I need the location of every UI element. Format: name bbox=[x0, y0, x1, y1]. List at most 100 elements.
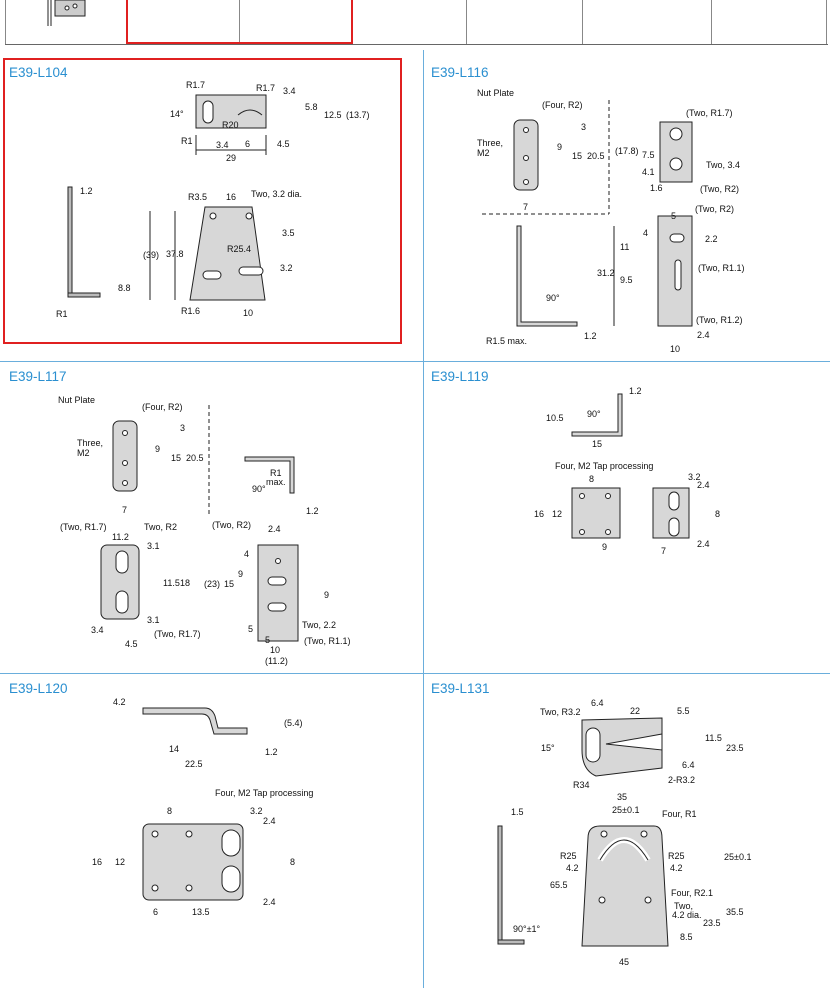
dimension-label: Two, R3.2 bbox=[540, 707, 581, 717]
dimension-label: (Two, R2) bbox=[700, 184, 739, 194]
dimension-label: 4.2 dia. bbox=[672, 910, 702, 920]
dimension-label: 3.1 bbox=[147, 541, 160, 551]
dimension-label: 35.5 bbox=[726, 907, 744, 917]
dimension-label: 5 bbox=[248, 624, 253, 634]
dimension-label: R1.6 bbox=[181, 306, 200, 316]
dimension-label: (Two, R1.7) bbox=[686, 108, 733, 118]
dimension-label: 9 bbox=[602, 542, 607, 552]
dimension-label: 1.5 bbox=[511, 807, 524, 817]
dimension-label: 2.4 bbox=[697, 539, 710, 549]
dimension-label: 4.5 bbox=[277, 139, 290, 149]
dimension-label: Nut Plate bbox=[477, 88, 514, 98]
dimension-label: 14 bbox=[169, 744, 179, 754]
section-title-e39-l104: E39-L104 bbox=[9, 65, 68, 80]
dimension-label: 10 bbox=[670, 344, 680, 354]
dimension-label: 31.2 bbox=[597, 268, 615, 278]
dimension-label: 15 bbox=[592, 439, 602, 449]
dimension-label: (13.7) bbox=[346, 110, 370, 120]
dimension-label: 9 bbox=[324, 590, 329, 600]
dimension-label: (Two, R1.1) bbox=[698, 263, 745, 273]
dimension-labels: Nut Plate (Four, R2) 3 Three, M2 9 15 20… bbox=[477, 88, 745, 354]
dimension-label: 3.2 bbox=[250, 806, 263, 816]
dimension-label: 9 bbox=[238, 569, 243, 579]
table-border bbox=[5, 0, 6, 44]
dimension-label: 5.5 bbox=[677, 706, 690, 716]
table-border bbox=[239, 0, 240, 44]
dimension-label: 90° bbox=[252, 484, 266, 494]
dimension-label: 25±0.1 bbox=[724, 852, 751, 862]
dimension-label: 1.6 bbox=[650, 183, 663, 193]
dimension-label: 1.2 bbox=[265, 747, 278, 757]
dimension-label: 1.2 bbox=[306, 506, 319, 516]
dimension-label: 5 bbox=[671, 211, 676, 221]
dimension-label: (11.2) bbox=[265, 656, 288, 666]
dimension-label: 6 bbox=[245, 139, 250, 149]
dimension-label: 16 bbox=[92, 857, 102, 867]
bracket-thumbnail-icon bbox=[47, 0, 86, 26]
drawing-e39-l117: Nut Plate (Four, R2) 3 Three, M2 9 15 20… bbox=[58, 395, 351, 666]
dimension-label: 22 bbox=[630, 706, 640, 716]
dimension-label: (17.8) bbox=[615, 146, 639, 156]
dimension-label: (Four, R2) bbox=[142, 402, 183, 412]
dimension-label: R1 bbox=[270, 468, 282, 478]
dimension-label: 2.4 bbox=[263, 816, 276, 826]
dimension-label: 7.5 bbox=[642, 150, 655, 160]
drawing-e39-l116: Nut Plate (Four, R2) 3 Three, M2 9 15 20… bbox=[477, 88, 745, 354]
dimension-label: 8.5 bbox=[680, 932, 693, 942]
dimension-label: Three, bbox=[77, 438, 103, 448]
dimension-label: R20 bbox=[222, 120, 239, 130]
dimension-label: Two, bbox=[674, 901, 693, 911]
dimension-label: 3.4 bbox=[216, 140, 229, 150]
table-border bbox=[711, 0, 712, 44]
dimension-label: Two, 3.2 dia. bbox=[251, 189, 302, 199]
dimension-label: 25±0.1 bbox=[612, 805, 639, 815]
dimension-label: (Four, R2) bbox=[542, 100, 583, 110]
dimension-label: 12 bbox=[552, 509, 562, 519]
dimension-label: 22.5 bbox=[185, 759, 203, 769]
section-title-e39-l116: E39-L116 bbox=[431, 65, 489, 80]
highlight-box bbox=[3, 58, 402, 344]
dimension-label: 12 bbox=[115, 857, 125, 867]
dimension-label: 8 bbox=[167, 806, 172, 816]
dimension-label: 3.1 bbox=[147, 615, 160, 625]
dimension-label: 10 bbox=[243, 308, 253, 318]
dimension-label: 20.5 bbox=[587, 151, 605, 161]
drawing-e39-l119: 1.2 10.5 90° 15 Four, M2 Tap processing … bbox=[534, 386, 720, 556]
row-divider bbox=[0, 361, 830, 362]
dimension-label: R1.7 bbox=[186, 80, 205, 90]
dimension-label: 2.4 bbox=[263, 897, 276, 907]
dimension-label: (Two, R1.1) bbox=[304, 636, 351, 646]
dimension-label: 3 bbox=[180, 423, 185, 433]
dimension-label: 3.4 bbox=[283, 86, 296, 96]
dimension-labels: Nut Plate (Four, R2) 3 Three, M2 9 15 20… bbox=[58, 395, 351, 666]
dimension-label: 3.2 bbox=[280, 263, 293, 273]
dimension-label: 15 bbox=[572, 151, 582, 161]
dimension-label: (Two, R2) bbox=[695, 204, 734, 214]
dimension-label: 9 bbox=[155, 444, 160, 454]
dimension-label: 9 bbox=[557, 142, 562, 152]
dimension-label: (Two, R1.2) bbox=[696, 315, 743, 325]
dimension-label: 90° bbox=[587, 409, 601, 419]
dimension-label: 15° bbox=[541, 743, 555, 753]
dimension-label: 11.2 bbox=[112, 532, 129, 542]
dimension-label: 4.5 bbox=[125, 639, 138, 649]
dimension-label: (23) bbox=[204, 579, 220, 589]
dimension-label: (Two, R1.7) bbox=[60, 522, 107, 532]
dimension-label: (Two, R2) bbox=[212, 520, 251, 530]
dimension-label: Four, R1 bbox=[662, 809, 697, 819]
table-border bbox=[466, 0, 467, 44]
dimension-label: 3.2 bbox=[688, 472, 701, 482]
dimension-label: 2.4 bbox=[268, 524, 281, 534]
highlight-cell bbox=[126, 0, 353, 44]
dimension-label: R34 bbox=[573, 780, 590, 790]
column-divider bbox=[423, 50, 424, 988]
dimension-label: 6.4 bbox=[591, 698, 604, 708]
dimension-labels: Two, R3.2 6.4 22 5.5 15° 11.5 23.5 6.4 R… bbox=[511, 698, 751, 967]
dimension-label: 7 bbox=[122, 505, 127, 515]
dimension-label: R25 bbox=[668, 851, 685, 861]
dimension-label: 4.2 bbox=[566, 863, 579, 873]
dimension-label: 65.5 bbox=[550, 880, 568, 890]
dimension-label: 3.5 bbox=[282, 228, 295, 238]
dimension-label: 6 bbox=[153, 907, 158, 917]
dimension-label: (5.4) bbox=[284, 718, 303, 728]
